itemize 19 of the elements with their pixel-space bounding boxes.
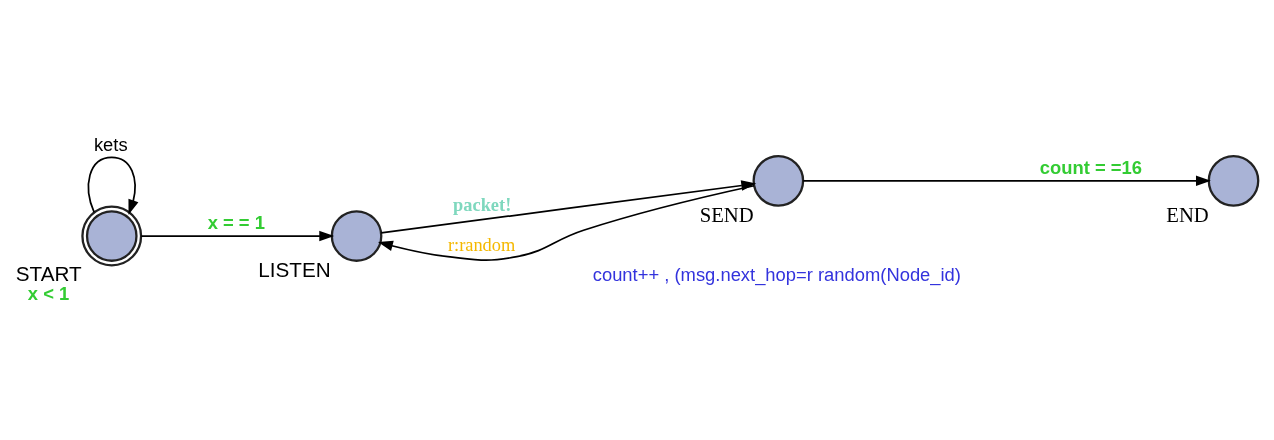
edge-label: x = = 1 [207, 211, 265, 233]
edge-label: packet! [453, 194, 512, 214]
label: count++ , (msg.next_hop=r random(Node_id) [592, 263, 961, 285]
node-circle [1207, 154, 1260, 207]
arrow [140, 230, 335, 241]
node-circle [752, 154, 805, 207]
edge-label: kets [93, 133, 128, 155]
node-label: START [15, 261, 82, 285]
arrow [377, 184, 755, 261]
edge-label: count = =16 [1039, 156, 1142, 178]
node-label: LISTEN [258, 257, 331, 281]
edge-label: r:random [447, 234, 516, 255]
node-label: END [1166, 203, 1209, 226]
node-label: x < 1 [27, 282, 70, 304]
arrow [87, 155, 139, 215]
arrow [802, 175, 1211, 186]
node-circle [330, 209, 383, 262]
node-circle [81, 205, 143, 266]
node-label: SEND [699, 203, 754, 226]
